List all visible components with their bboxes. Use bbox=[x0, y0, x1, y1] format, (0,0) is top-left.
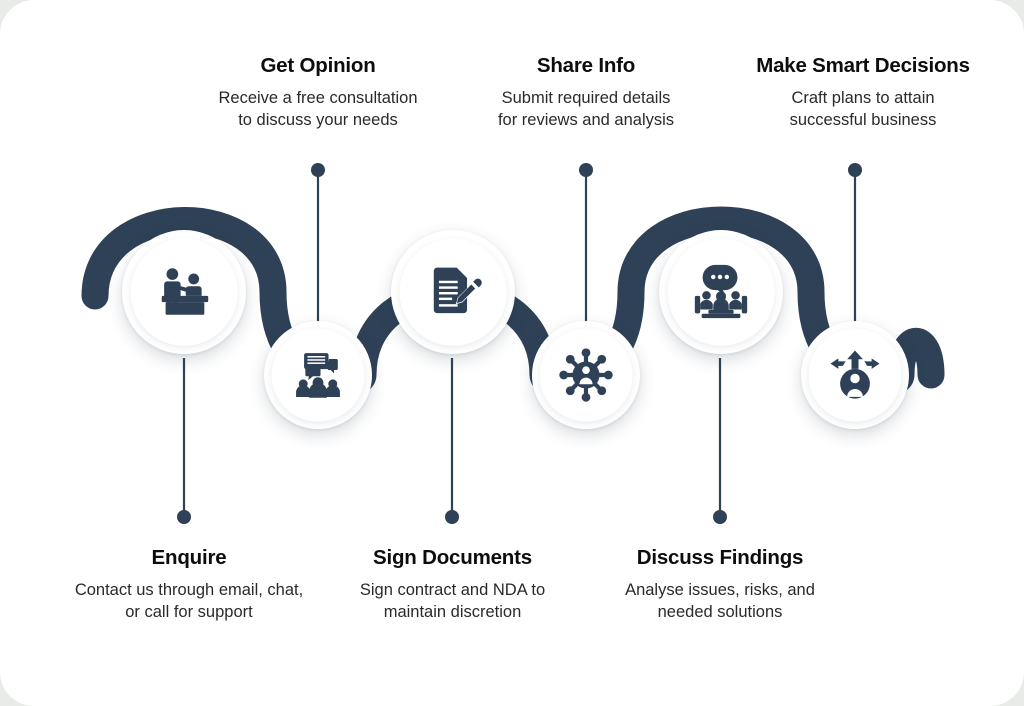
connector-dot bbox=[311, 163, 325, 177]
connector-dot bbox=[177, 510, 191, 524]
connector-dot bbox=[848, 163, 862, 177]
connector-dot bbox=[713, 510, 727, 524]
step-node-5[interactable] bbox=[659, 230, 783, 354]
step-title-5: Discuss Findings bbox=[636, 546, 804, 569]
step-title-2: Get Opinion bbox=[260, 54, 376, 77]
step-node-3[interactable] bbox=[391, 230, 515, 354]
step-title-4: Share Info bbox=[536, 54, 636, 77]
step-label-3: Sign Documents Sign contract and NDA to … bbox=[305, 546, 600, 623]
step-description-5: Analyse issues, risks, and needed soluti… bbox=[625, 580, 815, 621]
step-label-6: Make Smart Decisions Craft plans to atta… bbox=[718, 54, 1008, 131]
step-title-6: Make Smart Decisions bbox=[756, 54, 970, 77]
step-node-4[interactable] bbox=[532, 321, 640, 429]
step-description-6: Craft plans to attain successful busines… bbox=[789, 88, 937, 129]
step-label-2: Get Opinion Receive a free consultation … bbox=[168, 54, 468, 131]
connector-lines bbox=[177, 163, 862, 524]
step-node-1[interactable] bbox=[122, 230, 246, 354]
connector-dot bbox=[579, 163, 593, 177]
person-three-arrows-icon bbox=[830, 350, 880, 399]
step-title-3: Sign Documents bbox=[373, 546, 532, 569]
group-chat-bubbles-icon bbox=[296, 353, 340, 398]
step-label-5: Discuss Findings Analyse issues, risks, … bbox=[592, 546, 848, 623]
step-node-2[interactable] bbox=[264, 321, 372, 429]
connector-dot bbox=[445, 510, 459, 524]
step-description-2: Receive a free consultation to discuss y… bbox=[218, 88, 418, 129]
step-label-4: Share Info Submit required details for r… bbox=[452, 54, 720, 131]
step-description-1: Contact us through email, chat, or call … bbox=[74, 580, 304, 621]
step-description-4: Submit required details for reviews and … bbox=[497, 88, 675, 129]
step-title-1: Enquire bbox=[151, 546, 227, 569]
network-hub-person-icon bbox=[559, 348, 613, 402]
meeting-table-speech-icon bbox=[694, 264, 748, 319]
step-description-3: Sign contract and NDA to maintain discre… bbox=[359, 580, 546, 621]
document-pencil-icon bbox=[433, 267, 482, 314]
step-label-1: Enquire Contact us through email, chat, … bbox=[24, 546, 354, 623]
step-node-6[interactable] bbox=[801, 321, 909, 429]
reception-desk-icon bbox=[161, 268, 209, 315]
